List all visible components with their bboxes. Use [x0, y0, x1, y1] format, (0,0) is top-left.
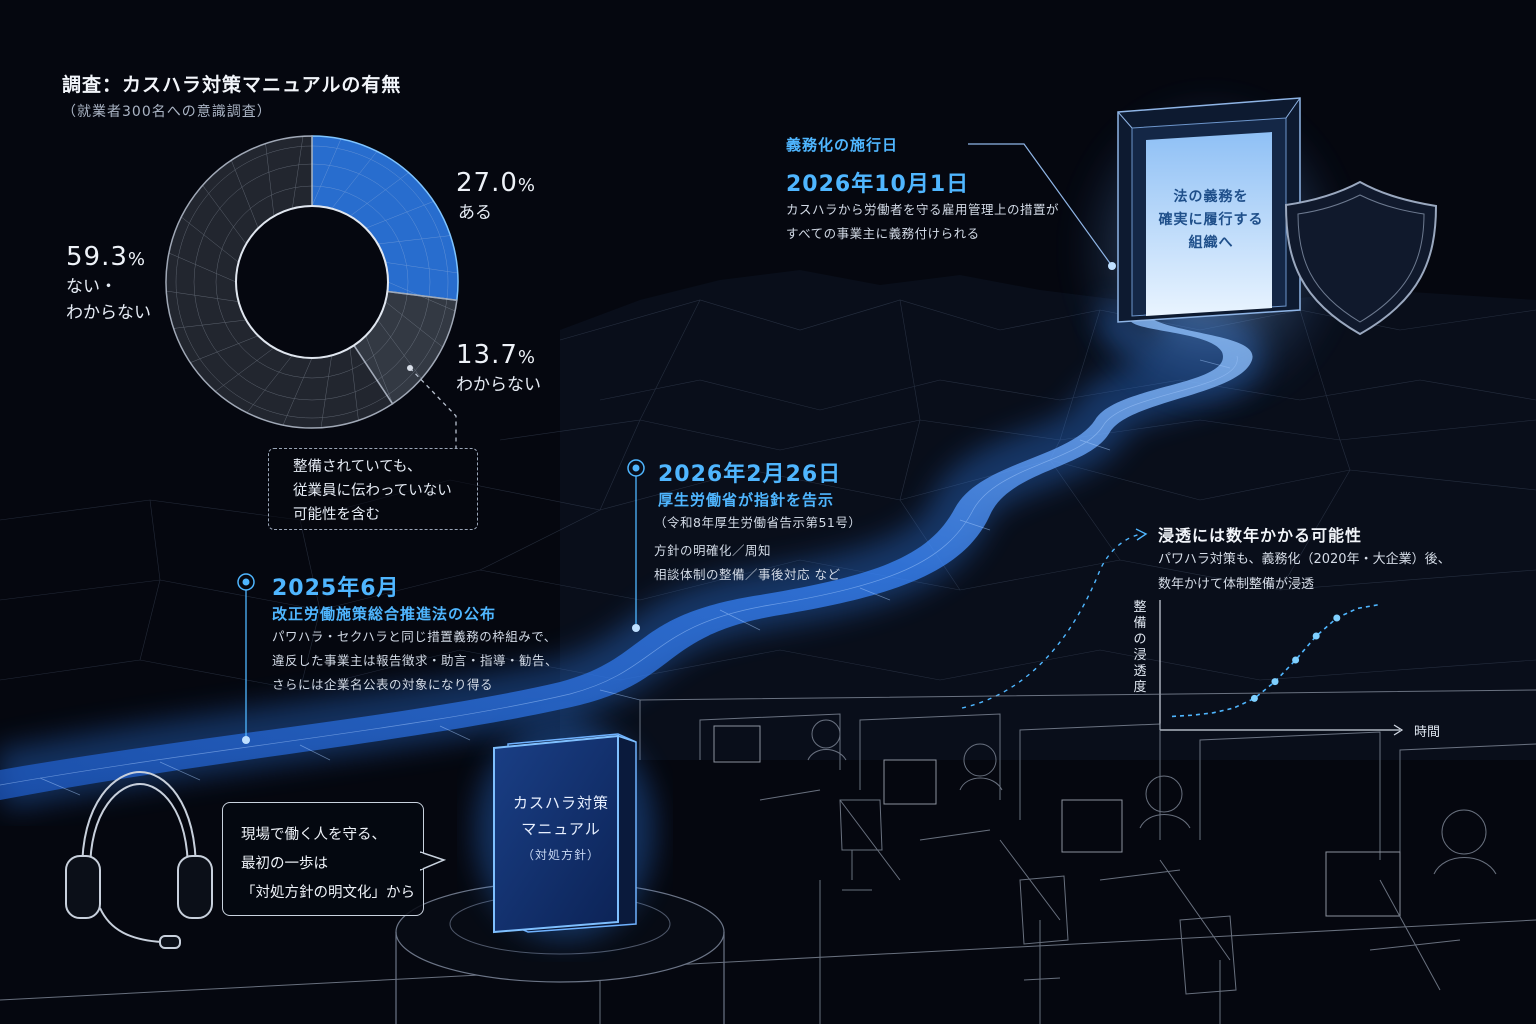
timeline-date-2025: 2025年6月	[272, 576, 400, 601]
speech-bubble: 現場で働く人を守る、 最初の一歩は 「対処方針の明文化」から	[222, 802, 424, 916]
slice-label-yes: ある	[458, 203, 492, 223]
penetration-curve	[1171, 604, 1379, 718]
timeline-event-2025: 改正労働施策総合推進法の公布	[272, 605, 497, 623]
penetration-description: パワハラ対策も、義務化（2020年・大企業）後、 数年かけて体制整備が浸透	[1158, 552, 1451, 592]
timeline-marker-2026-10	[968, 143, 1116, 270]
slice-label-no: ない・ わからない	[66, 277, 151, 323]
penetration-y-label: 整備の浸透度	[1133, 600, 1147, 695]
terrain	[560, 270, 1536, 760]
x-axis-arrow	[1393, 724, 1404, 736]
penetration-x-label: 時間	[1414, 725, 1441, 740]
door-label: 法の義務を 確実に履行する 組織へ	[1158, 189, 1264, 251]
book-icon	[493, 733, 637, 934]
timeline-marker-2026-02	[627, 459, 645, 632]
timeline-event-2026-10: 義務化の施行日	[786, 136, 899, 154]
slice-percent-no: 59.3%	[66, 242, 146, 272]
headset-icon	[65, 770, 213, 949]
pedestal-side	[395, 932, 725, 1024]
river	[0, 318, 1253, 800]
note-connector	[409, 367, 457, 448]
timeline-date-2026-02: 2026年2月26日	[658, 462, 842, 487]
slice-label-unknown: わからない	[456, 375, 541, 395]
timeline-details-2026-02: （令和8年厚生労働省告示第51号） 方針の明確化／周知 相談体制の整備／事後対応…	[654, 515, 862, 582]
note-connector-dot	[407, 365, 413, 371]
timeline-details-2025: パワハラ・セクハラと同じ措置義務の枠組みで、 違反した事業主は報告徴求・助言・指…	[272, 629, 559, 692]
timeline-marker-2025	[237, 573, 255, 744]
penetration-chart	[1159, 600, 1404, 736]
timeline-event-2026-02: 厚生労働省が指針を告示	[658, 491, 835, 509]
survey-note: 整備されていても、 従業員に伝わっていない 可能性を含む	[268, 448, 478, 530]
penetration-title: 浸透には数年かかる可能性	[1158, 526, 1363, 545]
survey-subtitle: （就業者300名への意識調査）	[62, 104, 272, 120]
book-label: カスハラ対策 マニュアル （対処方針）	[512, 794, 609, 862]
curve-point	[1292, 656, 1300, 664]
speech-bubble-tail	[420, 851, 447, 871]
office-wireframe	[0, 689, 1536, 1024]
curve-point	[1271, 678, 1279, 686]
door	[1117, 97, 1301, 323]
survey-title: 調査：カスハラ対策マニュアルの有無	[62, 74, 402, 96]
slice-percent-yes: 27.0%	[456, 168, 536, 198]
timeline-details-2026-10: カスハラから労働者を守る雇用管理上の措置が すべての事業主に義務付けられる	[786, 202, 1060, 241]
donut-hole	[235, 205, 389, 359]
curve-connector	[961, 533, 1143, 709]
curve-connector-arrow	[1135, 528, 1148, 541]
timeline-date-2026-10: 2026年10月1日	[786, 172, 970, 197]
curve-point	[1312, 632, 1320, 640]
curve-point	[1250, 694, 1258, 702]
shield-icon	[1284, 180, 1438, 336]
river-mesh	[0, 355, 1238, 796]
donut-mesh	[166, 136, 458, 428]
curve-point	[1333, 614, 1341, 622]
slice-percent-unknown: 13.7%	[456, 340, 536, 370]
donut-chart	[165, 135, 459, 429]
